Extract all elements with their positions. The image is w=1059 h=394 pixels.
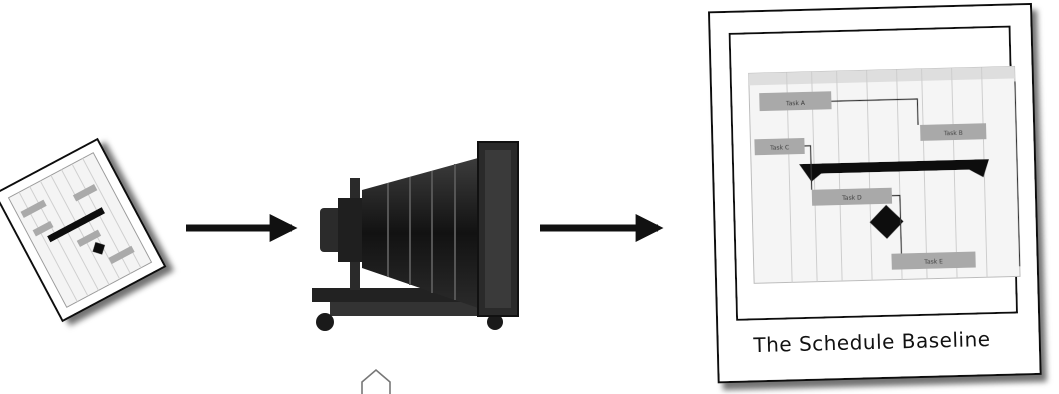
schedule-baseline-photo: Task A Task B Task C Task D Task E — [709, 4, 1041, 382]
cursor-icon — [362, 370, 390, 394]
task-label: Task C — [769, 144, 789, 152]
task-label: Task D — [841, 194, 862, 202]
camera-icon — [312, 142, 518, 331]
task-label: Task E — [923, 258, 943, 266]
small-schedule-snapshot-icon — [0, 139, 165, 321]
task-label: Task A — [785, 100, 806, 108]
task-label: Task B — [943, 130, 963, 138]
large-gantt-chart — [749, 66, 1020, 283]
